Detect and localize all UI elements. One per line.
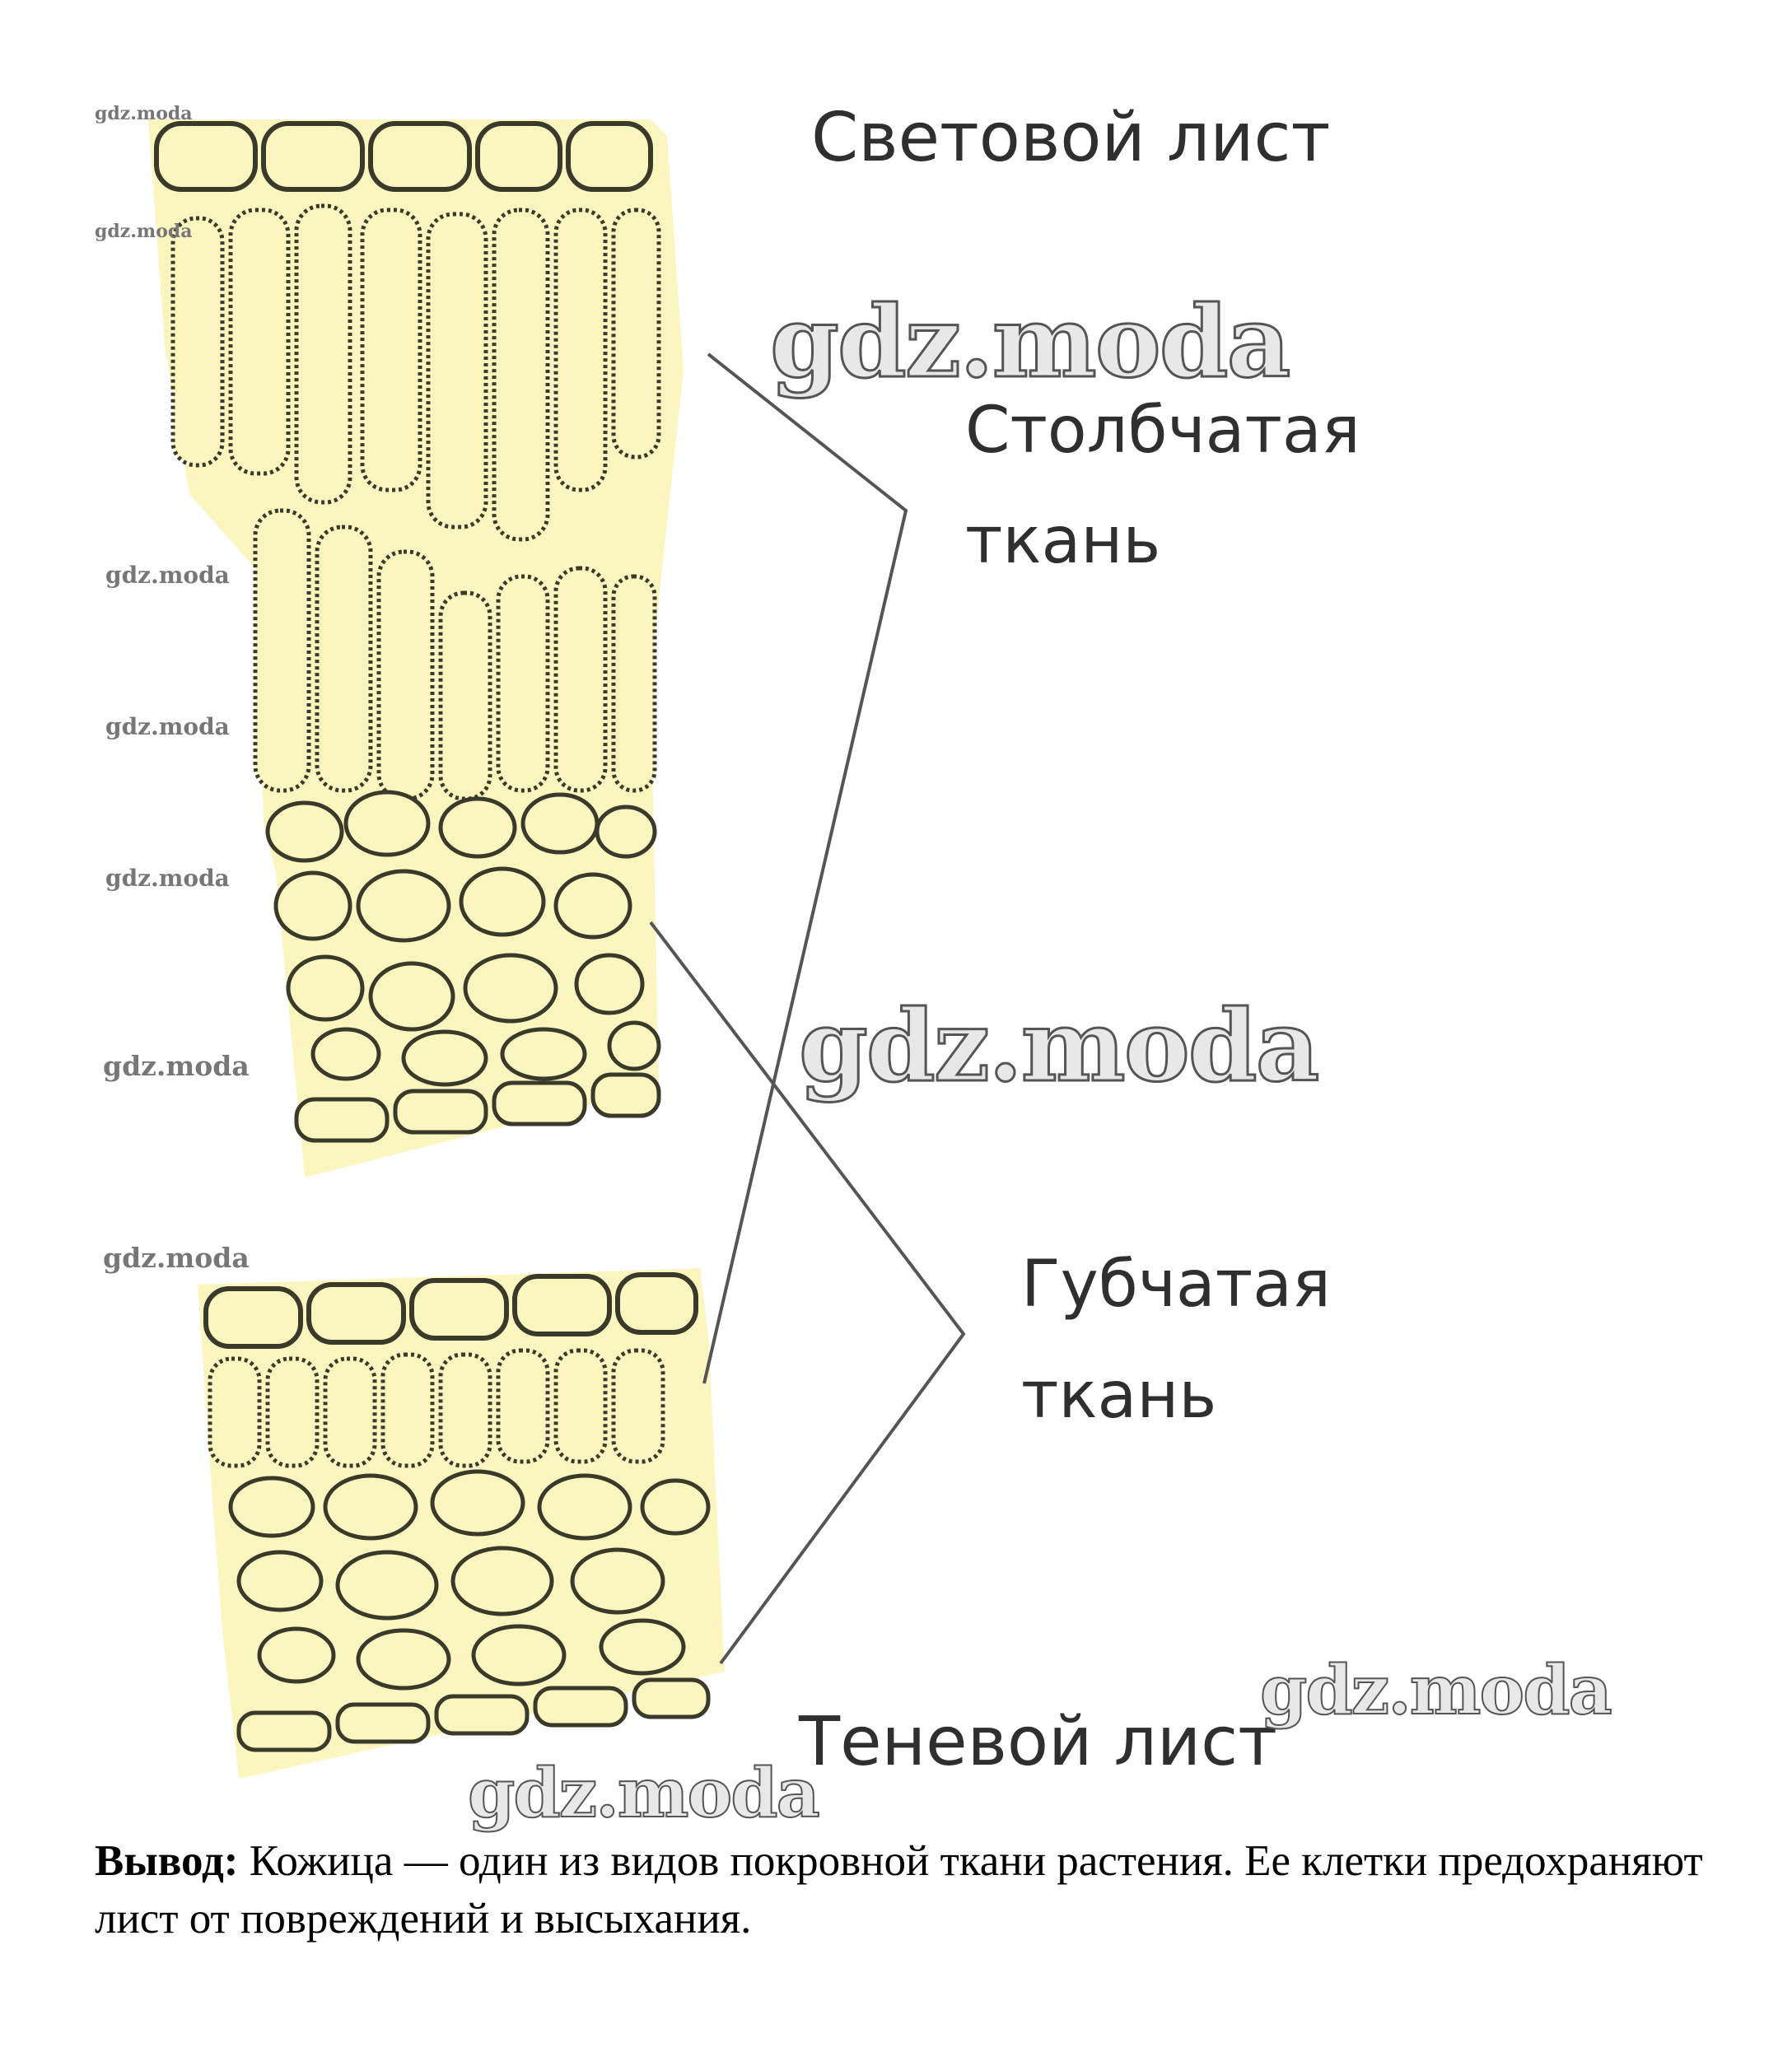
conclusion-lead: Вывод: <box>95 1837 239 1885</box>
light-leaf-label: Световой лист <box>811 99 1331 177</box>
watermark-small: gdz.moda <box>95 103 193 124</box>
conclusion-body: Кожица — один из видов покровной ткани р… <box>95 1837 1703 1943</box>
watermark: gdz.moda <box>467 1753 821 1834</box>
light-leaf-section <box>148 119 684 1178</box>
watermark-small: gdz.moda <box>103 1242 250 1274</box>
watermark-small: gdz.moda <box>105 713 230 740</box>
watermark-small: gdz.moda <box>103 1050 250 1082</box>
shadow-spongy-cells <box>228 1469 711 1691</box>
light-spongy-cells <box>265 790 661 1087</box>
watermark-small: gdz.moda <box>105 865 230 892</box>
spongy-bracket <box>649 921 966 1665</box>
leader-lines <box>649 352 966 1665</box>
spongy-tissue-label-line1: Губчатая <box>1021 1248 1331 1322</box>
watermark-small: gdz.moda <box>105 562 230 589</box>
shadow-upper-epidermis <box>203 1272 698 1349</box>
spongy-tissue-label-line2: ткань <box>1021 1359 1217 1433</box>
conclusion-text: Вывод: Кожица — один из видов покровной … <box>95 1832 1725 1947</box>
light-palisade-lower <box>253 508 657 801</box>
shadow-leaf-label: Теневой лист <box>799 1703 1278 1781</box>
watermark: gdz.moda <box>797 987 1320 1106</box>
shadow-lower-epidermis <box>236 1677 711 1752</box>
watermark: gdz.moda <box>1259 1650 1613 1731</box>
light-upper-epidermis <box>154 121 653 192</box>
light-palisade-upper <box>170 203 661 542</box>
light-lower-epidermis <box>294 1072 661 1143</box>
watermark-small: gdz.moda <box>95 221 193 242</box>
palisade-tissue-label-line1: Столбчатая <box>965 394 1360 468</box>
palisade-bracket <box>702 352 908 1384</box>
palisade-tissue-label-line2: ткань <box>965 504 1161 578</box>
shadow-leaf-section <box>198 1268 725 1779</box>
shadow-palisade-cells <box>208 1348 665 1468</box>
watermark: gdz.moda <box>768 283 1291 402</box>
